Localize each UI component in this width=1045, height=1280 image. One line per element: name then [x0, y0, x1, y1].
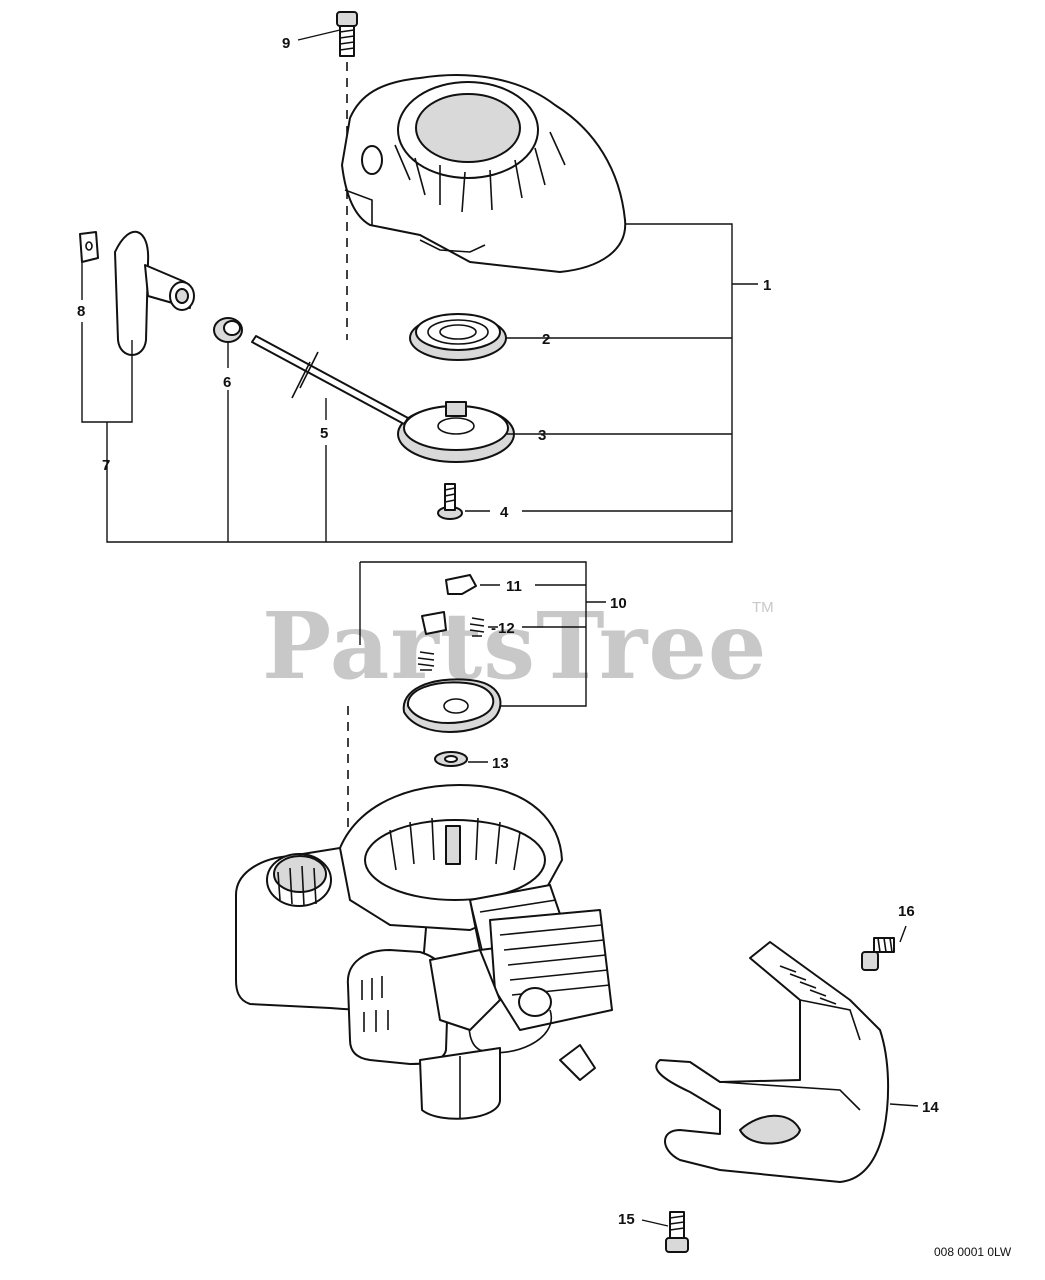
part-5-starter-rope[interactable] [251, 335, 409, 425]
part-7-starter-handle[interactable] [114, 230, 195, 356]
group-10-bracket [359, 561, 606, 707]
callout-14: 14 [922, 1099, 939, 1116]
part-9-bolt[interactable] [336, 11, 358, 57]
callout-11: 11 [506, 578, 522, 595]
part-2-recoil-spring[interactable] [409, 313, 507, 361]
callout-12: 12 [498, 620, 515, 637]
callout-labels: 1 2 3 4 5 6 7 8 9 10 11 12 13 14 15 16 [77, 35, 939, 1228]
part-11-pawl[interactable] [445, 574, 477, 595]
group-1-bracket [81, 29, 758, 543]
watermark-trademark: TM [752, 599, 774, 616]
callout-2: 2 [542, 331, 550, 348]
part-10-pawl-plate[interactable] [402, 678, 502, 733]
callout-6: 6 [223, 374, 231, 391]
callout-9: 9 [282, 35, 290, 52]
part-4-screw[interactable] [437, 483, 463, 520]
callout-3: 3 [538, 427, 546, 444]
callout-5: 5 [320, 425, 328, 442]
part-13-washer[interactable] [434, 751, 468, 767]
drawing-code: 008 0001 0LW [934, 1245, 1012, 1259]
part-15-bolt[interactable] [665, 1211, 689, 1253]
callout-10: 10 [610, 595, 627, 612]
part-3-pulley[interactable] [397, 401, 515, 463]
part-14-engine-cover[interactable] [655, 941, 890, 1183]
part-1-starter-housing[interactable] [341, 74, 627, 273]
callout-4: 4 [500, 504, 509, 521]
callout-7: 7 [102, 457, 110, 474]
part-16-bolt[interactable] [861, 937, 895, 971]
engine-assembly[interactable] [235, 784, 613, 1120]
part-6-rope-guide[interactable] [213, 317, 243, 343]
callout-1: 1 [763, 277, 771, 294]
part-12-pawl-spring[interactable] [417, 611, 485, 671]
callout-15: 15 [618, 1211, 635, 1228]
svg-text:-: - [491, 620, 496, 637]
watermark-text: PartsTree [262, 592, 767, 700]
callout-13: 13 [492, 755, 509, 772]
part-8-handle-insert[interactable] [79, 231, 99, 263]
callout-16: 16 [898, 903, 915, 920]
callout-8: 8 [77, 303, 85, 320]
